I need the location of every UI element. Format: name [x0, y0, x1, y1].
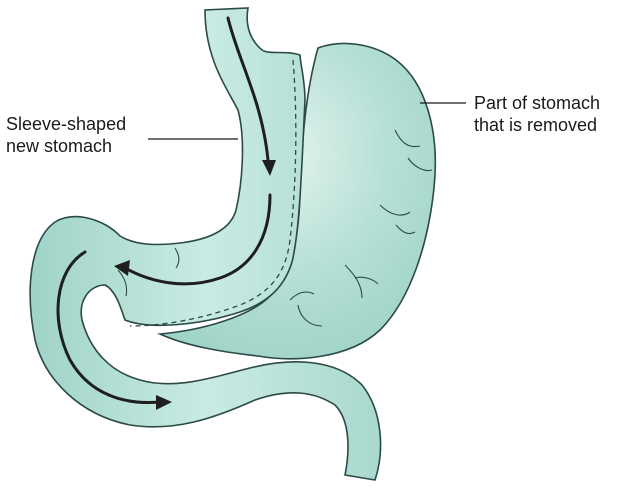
label-sleeve-shaped-new-stomach: Sleeve-shaped new stomach — [6, 113, 126, 157]
label-sleeve-line2: new stomach — [6, 135, 126, 157]
label-removed-line1: Part of stomach — [474, 92, 600, 114]
label-sleeve-line1: Sleeve-shaped — [6, 113, 126, 135]
label-part-of-stomach-removed: Part of stomach that is removed — [474, 92, 600, 136]
label-removed-line2: that is removed — [474, 114, 600, 136]
